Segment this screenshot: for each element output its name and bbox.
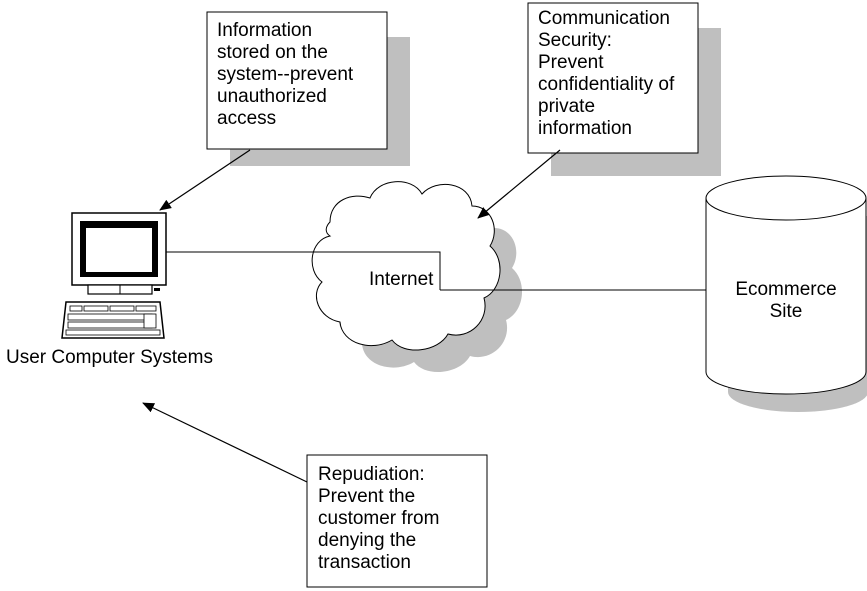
keyboard-keys <box>65 305 161 336</box>
callout-line: denying the <box>318 530 417 551</box>
user-to-internet-line <box>166 251 441 290</box>
stored-info-callout-text: Information stored on the system--preven… <box>217 20 353 130</box>
callout-line: Repudiation: <box>318 464 425 485</box>
callout-line: customer from <box>318 508 440 529</box>
stored-info-callout-box <box>206 11 388 150</box>
database-body <box>705 198 867 395</box>
comm-security-callout <box>527 2 721 176</box>
monitor-screen-inner <box>86 228 152 272</box>
callout-arrows <box>142 149 561 483</box>
callout-line: Information <box>217 20 313 41</box>
callout-line: unauthorized <box>217 86 327 107</box>
callout-line: confidentiality of <box>538 74 675 95</box>
comm-security-arrow <box>477 149 561 219</box>
internet-label: Internet <box>369 269 434 290</box>
computer-icon <box>61 212 167 339</box>
stored-info-arrow <box>159 149 251 211</box>
callout-line: Prevent the <box>318 486 416 507</box>
callout-line: transaction <box>318 552 411 573</box>
callout-line: Communication <box>538 8 670 29</box>
callout-line: access <box>217 108 277 129</box>
internet-cloud <box>311 181 523 373</box>
callout-line: private <box>538 96 596 117</box>
comm-security-callout-box <box>527 2 699 154</box>
callout-line: Prevent <box>538 52 604 73</box>
network-connections <box>166 251 710 291</box>
repudiation-callout-text: Repudiation: Prevent the customer from d… <box>318 464 439 574</box>
database-top <box>705 175 867 221</box>
ecommerce-site-label: Ecommerce Site <box>716 279 856 323</box>
ecommerce-label-line: Ecommerce <box>735 279 837 300</box>
power-led <box>154 288 160 291</box>
callout-line: system--prevent <box>217 64 354 85</box>
stored-info-callout <box>206 11 410 166</box>
repudiation-callout-box <box>306 454 488 588</box>
callout-line: stored on the <box>217 42 328 63</box>
callout-line: information <box>538 118 632 139</box>
repudiation-arrow <box>142 402 308 483</box>
ecommerce-database <box>705 175 867 412</box>
ecommerce-label-line: Site <box>769 301 803 322</box>
user-systems-label: User Computer Systems <box>6 347 213 368</box>
callout-line: Security: <box>538 30 612 51</box>
repudiation-callout <box>306 454 488 588</box>
internet-cloud-shape <box>311 181 501 351</box>
comm-security-callout-text: Communication Security: Prevent confiden… <box>538 8 674 140</box>
